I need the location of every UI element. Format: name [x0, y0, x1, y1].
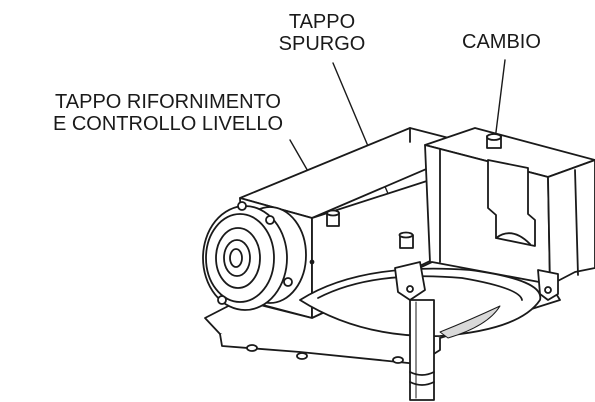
- gearbox-cap-top: [486, 133, 502, 141]
- bracket-left-hole: [406, 285, 414, 293]
- drain-plug: [398, 231, 414, 249]
- foot-2: [296, 352, 308, 360]
- small-hole: [309, 259, 315, 265]
- shaft-groove-1: [409, 371, 435, 376]
- flange-bolt-2: [265, 215, 275, 225]
- flange-bolt-1: [237, 201, 247, 211]
- base-dish-inner: [317, 275, 523, 301]
- gearbox-window-arc: [495, 232, 531, 245]
- flange-bolt-4: [217, 295, 227, 305]
- drain-plug-label: TAPPO SPURGO: [262, 11, 382, 55]
- gearbox-label: CAMBIO: [462, 31, 541, 53]
- fill-plug-label: TAPPO RIFORNIMENTO E CONTROLLO LIVELLO: [8, 91, 328, 135]
- drain-plug-label-line2: SPURGO: [278, 33, 366, 55]
- leader-gearbox: [494, 59, 506, 141]
- fill-plug-label-line1: TAPPO RIFORNIMENTO: [55, 91, 281, 113]
- fill-plug: [326, 209, 340, 227]
- foot-3: [392, 356, 404, 364]
- foot-1: [246, 344, 258, 352]
- flange-bolt-3: [283, 277, 293, 287]
- gearbox-divider-2: [574, 169, 579, 276]
- drain-plug-top: [398, 231, 414, 239]
- fill-plug-top: [326, 209, 340, 217]
- bracket-left: [394, 261, 426, 301]
- shaft-groove-2: [409, 381, 435, 386]
- base-plate-bottom: [219, 333, 441, 365]
- gearbox-window: [487, 159, 536, 247]
- drain-plug-label-line1: TAPPO: [288, 11, 356, 33]
- bracket-right: [537, 269, 559, 301]
- base-dish-shade: [439, 305, 501, 339]
- fill-plug-label-line2: E CONTROLLO LIVELLO: [52, 113, 284, 135]
- gearbox-label-line1: CAMBIO: [462, 31, 541, 53]
- input-flange: [202, 201, 307, 311]
- output-shaft: [409, 299, 435, 401]
- gearbox-side: [547, 159, 595, 286]
- flange-bore: [229, 248, 243, 268]
- gearbox-box: [424, 127, 595, 286]
- bracket-right-hole: [544, 286, 552, 294]
